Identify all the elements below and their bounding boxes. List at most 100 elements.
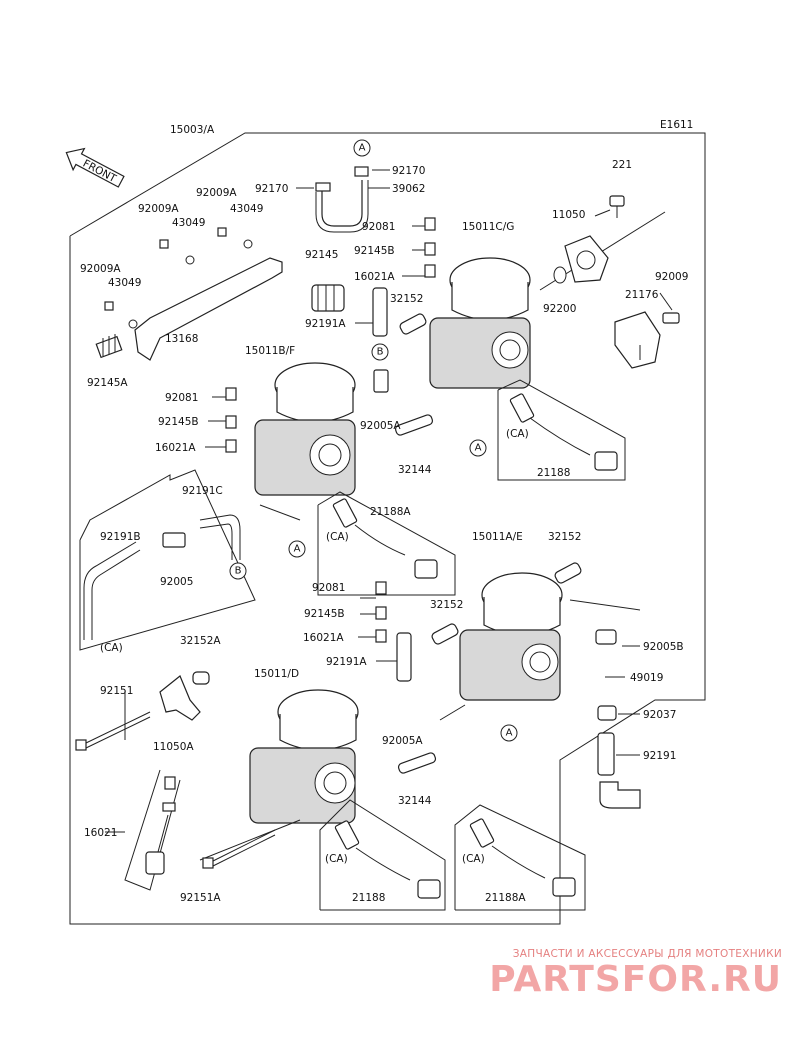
- label-ca-2: (CA): [326, 531, 349, 543]
- watermark-logo: PARTSFOR.RU: [489, 959, 782, 1000]
- small-hardware: [104, 217, 436, 643]
- axis-line-3: [569, 599, 641, 611]
- pipe-32144-lower: [397, 752, 437, 774]
- connector-21188A-lower: [469, 818, 576, 897]
- label-92191C: 92191C: [182, 485, 223, 497]
- connector-21188-upper: [509, 393, 618, 471]
- watermark: ЗАПЧАСТИ И АКСЕССУАРЫ ДЛЯ МОТОТЕХНИКИ PA…: [489, 948, 782, 1000]
- label-92081-c: 92081: [312, 582, 345, 594]
- label-43049-a: 43049: [230, 203, 263, 215]
- harness-box-3: [79, 469, 256, 651]
- label-92037: 92037: [643, 709, 676, 721]
- label-21188A-b: 21188A: [485, 892, 526, 904]
- watermark-tagline: ЗАПЧАСТИ И АКСЕССУАРЫ ДЛЯ МОТОТЕХНИКИ: [512, 948, 782, 960]
- label-92081-b: 92081: [165, 392, 198, 404]
- label-21176: 21176: [625, 289, 659, 301]
- label-92170-a: 92170: [392, 165, 425, 177]
- svg-text:A: A: [506, 728, 513, 739]
- front-label: FRONT: [81, 158, 119, 186]
- tube-32152-top-right: [554, 562, 582, 584]
- label-32152-c: 32152: [430, 599, 463, 611]
- label-92151: 92151: [100, 685, 133, 697]
- screw-92151A: [202, 829, 276, 869]
- label-92081-a: 92081: [362, 221, 395, 233]
- ref-marker-B-upper: B: [371, 343, 389, 361]
- label-21188-b: 21188: [352, 892, 385, 904]
- label-15011CG: 15011C/G: [462, 221, 514, 233]
- axis-line-2: [259, 504, 301, 521]
- label-32144-b: 32144: [398, 795, 432, 807]
- label-92145: 92145: [305, 249, 338, 261]
- linkage-11050A: [159, 671, 210, 721]
- label-39062: 39062: [392, 183, 425, 195]
- label-32144-a: 32144: [398, 464, 432, 476]
- label-43049-b: 43049: [172, 217, 205, 229]
- ref-marker-A-lower: A: [500, 724, 518, 742]
- label-ca-5: (CA): [462, 853, 485, 865]
- carburetor-15011D: [249, 689, 359, 824]
- label-92191A-a: 92191A: [305, 318, 346, 330]
- ref-marker-A-top: A: [353, 139, 371, 157]
- label-ca-4: (CA): [325, 853, 348, 865]
- label-16021A-a: 16021A: [354, 271, 395, 283]
- label-92009A-a: 92009A: [196, 187, 237, 199]
- ref-marker-A-mid: A: [288, 540, 306, 558]
- label-92191A-b: 92191A: [326, 656, 367, 668]
- carburetor-15011A: [459, 572, 563, 701]
- label-21188A-a: 21188A: [370, 506, 411, 518]
- label-ca-3: (CA): [100, 642, 123, 654]
- label-92145B-c: 92145B: [304, 608, 345, 620]
- label-21188-a: 21188: [537, 467, 570, 479]
- assembly-outline: [69, 132, 706, 925]
- svg-text:A: A: [359, 143, 366, 154]
- label-16021A-c: 16021A: [303, 632, 344, 644]
- label-15003A: 15003/A: [170, 124, 215, 136]
- label-92005A-a: 92005A: [360, 420, 401, 432]
- axis-line-5: [199, 819, 301, 861]
- front-arrow-icon: FRONT: [65, 147, 125, 188]
- label-92005B: 92005B: [643, 641, 684, 653]
- bracket-13168: [128, 239, 283, 361]
- label-92170-b: 92170: [255, 183, 288, 195]
- label-92191: 92191: [643, 750, 676, 762]
- label-92145B-a: 92145B: [354, 245, 395, 257]
- tube-92191A-lower: [396, 632, 412, 682]
- harness-box-1: [497, 379, 626, 481]
- label-92009A-c: 92009A: [80, 263, 121, 275]
- tube-32152-lower: [431, 623, 459, 645]
- label-13168: 13168: [165, 333, 198, 345]
- screw-221: [609, 195, 625, 218]
- vent-hose-ca: [83, 514, 241, 640]
- carburetor-15011B: [254, 362, 356, 496]
- spring-92145A: [95, 334, 123, 359]
- tube-32152-upper: [399, 313, 427, 335]
- label-32152A: 32152A: [180, 635, 221, 647]
- svg-text:B: B: [235, 566, 242, 577]
- label-221: 221: [612, 159, 632, 171]
- label-92191B: 92191B: [100, 531, 141, 543]
- label-49019: 49019: [630, 672, 663, 684]
- label-16021A-b: 16021A: [155, 442, 196, 454]
- axis-line-4: [439, 704, 466, 721]
- label-15011AE: 15011A/E: [472, 531, 523, 543]
- label-92200: 92200: [543, 303, 576, 315]
- label-16021: 16021: [84, 827, 117, 839]
- label-11050A: 11050A: [153, 741, 194, 753]
- harness-box-2: [317, 491, 456, 596]
- ref-marker-B-left: B: [229, 562, 247, 580]
- screw-92151: [75, 711, 151, 751]
- label-15011BF: 15011B/F: [245, 345, 295, 357]
- sensor-21176: [614, 311, 680, 369]
- label-11050: 11050: [552, 209, 585, 221]
- svg-text:A: A: [294, 544, 301, 555]
- label-ca-1: (CA): [506, 428, 529, 440]
- carburetor-15011C: [429, 257, 531, 389]
- svg-text:B: B: [377, 347, 384, 358]
- svg-text:A: A: [475, 443, 482, 454]
- spring-92145: [311, 284, 345, 312]
- pipe-32144-upper: [394, 414, 434, 436]
- label-92145A: 92145A: [87, 377, 128, 389]
- label-92005: 92005: [160, 576, 193, 588]
- plate-11050: [564, 235, 609, 283]
